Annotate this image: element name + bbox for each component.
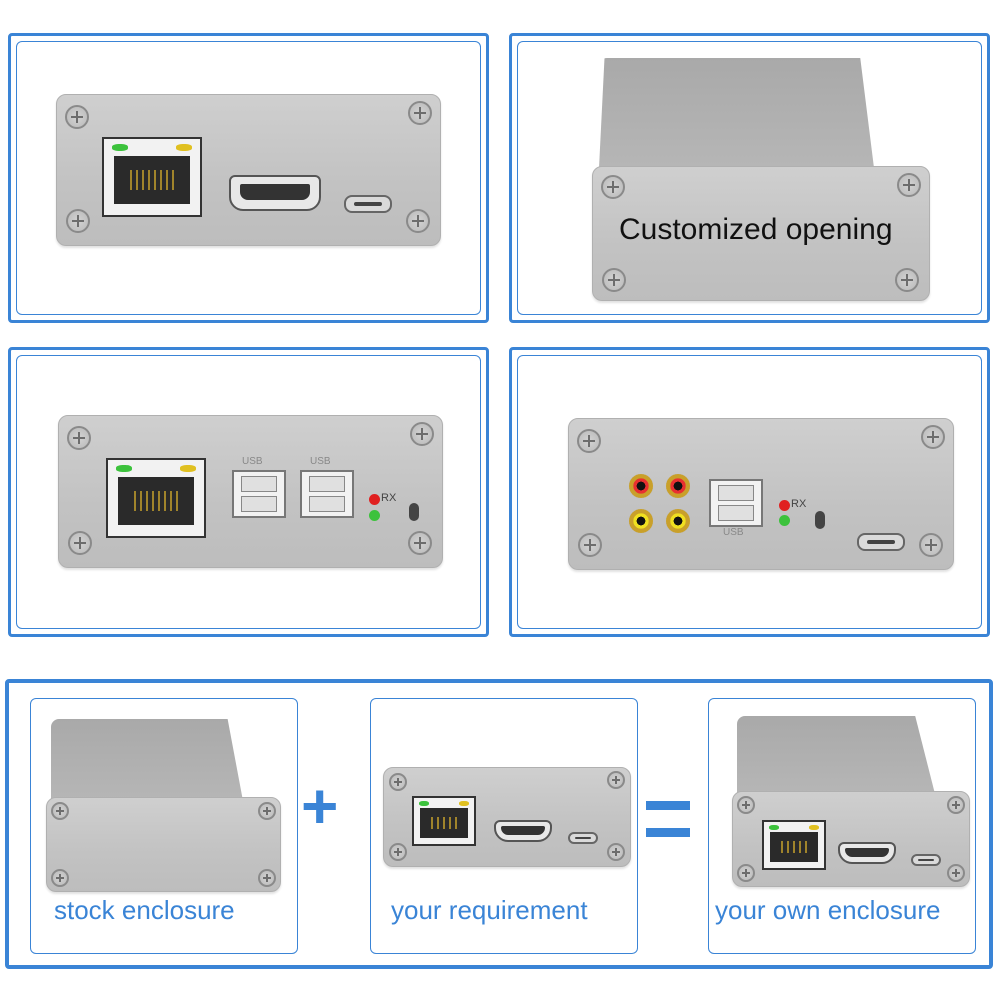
- equals-operator: [646, 801, 690, 837]
- ethernet-port-icon: [106, 458, 206, 538]
- screw-icon: [601, 175, 625, 199]
- caption-your-own-enclosure: your own enclosure: [715, 895, 941, 925]
- screw-icon: [577, 429, 601, 453]
- front-panel: USB USB RX: [58, 415, 443, 568]
- hdmi-port-icon: [838, 842, 896, 864]
- hdmi-port-icon: [229, 175, 321, 211]
- screw-icon: [578, 533, 602, 557]
- led-green: [419, 801, 429, 806]
- screw-icon: [406, 209, 430, 233]
- screw-icon: [737, 796, 755, 814]
- card-stock-enclosure: stock enclosure: [30, 698, 298, 954]
- screw-icon: [66, 209, 90, 233]
- ethernet-port-icon: [412, 796, 476, 846]
- usb-label: USB: [723, 527, 744, 538]
- screw-icon: [258, 869, 276, 887]
- screw-icon: [68, 531, 92, 555]
- hdmi-port-icon: [494, 820, 552, 842]
- micro-usb-port-icon: [568, 832, 598, 844]
- screw-icon: [408, 531, 432, 555]
- led-red: [779, 500, 790, 511]
- screw-icon: [895, 268, 919, 292]
- screw-icon: [607, 771, 625, 789]
- screw-icon: [258, 802, 276, 820]
- front-panel: Customized opening: [592, 166, 930, 301]
- front-panel: USB RX: [568, 418, 954, 570]
- screw-icon: [67, 426, 91, 450]
- led-yellow: [459, 801, 469, 806]
- usb-port-icon: [300, 470, 354, 518]
- led-green: [769, 825, 779, 830]
- frame-middle-left: USB USB RX: [8, 347, 489, 637]
- plus-operator: +: [301, 770, 339, 842]
- ethernet-port-icon: [762, 820, 826, 870]
- enclosure-top: [737, 716, 935, 794]
- inner-border: [517, 355, 982, 629]
- rx-label: RX: [791, 498, 807, 510]
- enclosure-top: [599, 58, 874, 168]
- rca-jack-yellow-icon: [629, 509, 653, 533]
- screw-icon: [51, 869, 69, 887]
- led-green: [369, 510, 380, 521]
- led-green: [112, 144, 128, 151]
- rca-jack-red-icon: [666, 474, 690, 498]
- switch-icon: [409, 503, 419, 521]
- screw-icon: [919, 533, 943, 557]
- front-panel: [383, 767, 631, 867]
- screw-icon: [65, 105, 89, 129]
- screw-icon: [607, 843, 625, 861]
- inner-border: [517, 41, 982, 315]
- led-green: [779, 515, 790, 526]
- led-red: [369, 494, 380, 505]
- card-your-requirement: your requirement: [370, 698, 638, 954]
- screw-icon: [408, 101, 432, 125]
- frame-top-left: [8, 33, 489, 323]
- card-your-own-enclosure: your own enclosure: [708, 698, 976, 954]
- usb-port-icon: [232, 470, 286, 518]
- screw-icon: [389, 773, 407, 791]
- switch-icon: [815, 511, 825, 529]
- led-yellow: [180, 465, 196, 472]
- screw-icon: [51, 802, 69, 820]
- screw-icon: [602, 268, 626, 292]
- rx-label: RX: [381, 492, 397, 504]
- screw-icon: [921, 425, 945, 449]
- front-panel: [56, 94, 441, 246]
- rca-jack-red-icon: [629, 474, 653, 498]
- front-panel: [732, 791, 970, 887]
- screw-icon: [410, 422, 434, 446]
- micro-usb-port-icon: [911, 854, 941, 866]
- screw-icon: [389, 843, 407, 861]
- usb-label: USB: [242, 456, 263, 467]
- inner-border: [16, 41, 481, 315]
- micro-usb-port-icon: [857, 533, 905, 551]
- rca-jack-yellow-icon: [666, 509, 690, 533]
- ethernet-port-icon: [102, 137, 202, 217]
- caption-your-requirement: your requirement: [391, 895, 588, 925]
- frame-equation: stock enclosure + your requirement: [5, 679, 993, 969]
- micro-usb-port-icon: [344, 195, 392, 213]
- led-yellow: [809, 825, 819, 830]
- enclosure-top: [51, 719, 243, 801]
- frame-middle-right: USB RX: [509, 347, 990, 637]
- usb-port-icon: [709, 479, 763, 527]
- customized-opening-label: Customized opening: [619, 213, 893, 246]
- frame-top-right: Customized opening: [509, 33, 990, 323]
- led-yellow: [176, 144, 192, 151]
- screw-icon: [897, 173, 921, 197]
- caption-stock-enclosure: stock enclosure: [54, 895, 235, 925]
- led-green: [116, 465, 132, 472]
- screw-icon: [947, 864, 965, 882]
- inner-border: [16, 355, 481, 629]
- enclosure-front: [46, 797, 281, 892]
- screw-icon: [947, 796, 965, 814]
- screw-icon: [737, 864, 755, 882]
- usb-label: USB: [310, 456, 331, 467]
